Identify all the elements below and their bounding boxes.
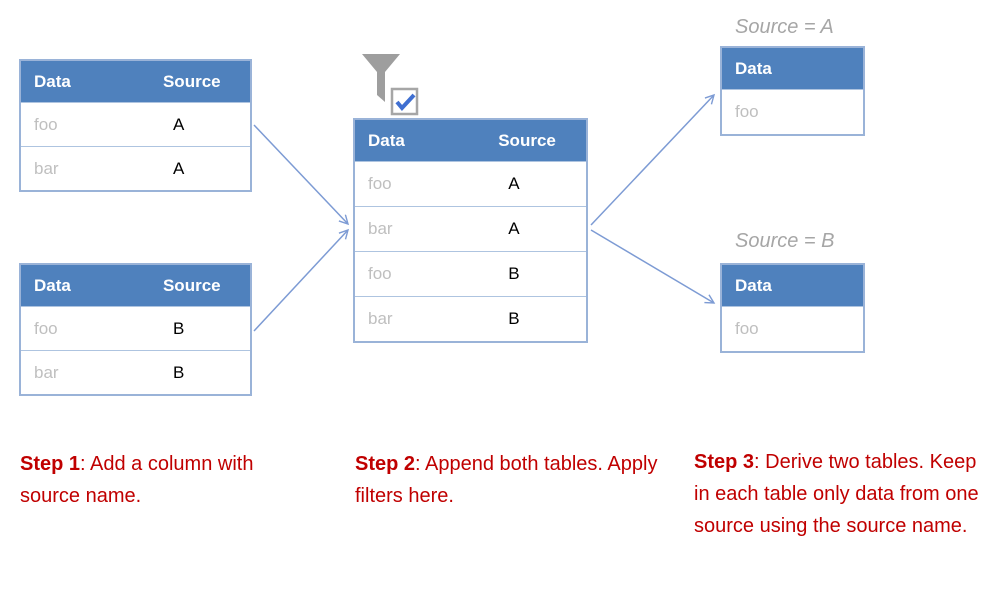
cell-source: A <box>172 158 185 178</box>
cell-data: foo <box>34 114 58 134</box>
source-b-label: Source = B <box>735 230 835 252</box>
cell-source: A <box>508 219 520 238</box>
cell-data: bar <box>368 219 393 238</box>
table-row: foo A <box>355 161 586 206</box>
table-derived-b: Data foo <box>720 263 865 353</box>
step-2-title: Step 2 <box>355 453 416 475</box>
cell-source: A <box>172 114 185 134</box>
arrow-left-top-to-middle <box>253 124 348 224</box>
column-header-data: Data <box>34 275 71 295</box>
column-header-data: Data <box>735 275 772 295</box>
table-row: foo A <box>21 102 250 146</box>
arrow-middle-to-right-top <box>590 95 714 226</box>
table-row: foo B <box>21 306 250 350</box>
column-header-data: Data <box>735 58 772 78</box>
cell-data: foo <box>735 319 759 338</box>
table-row: bar B <box>21 350 250 394</box>
step-3-text: : Derive two tables. Keep in each table … <box>694 451 979 537</box>
arrow-left-bottom-to-middle <box>253 230 348 332</box>
step-1-title: Step 1 <box>20 453 81 475</box>
table-derived-a: Data foo <box>720 46 865 136</box>
cell-data: foo <box>34 318 58 338</box>
table-row: foo B <box>355 251 586 296</box>
table-source-b-input: Data Source foo B bar B <box>19 263 252 396</box>
table-header-row: Data Source <box>355 120 586 161</box>
step-2-caption: Step 2: Append both tables. Apply filter… <box>355 448 665 512</box>
table-row: bar B <box>355 296 586 341</box>
cell-source: B <box>172 318 185 338</box>
step-1-caption: Step 1: Add a column with source name. <box>20 448 290 512</box>
table-row: bar A <box>355 206 586 251</box>
table-header-row: Data Source <box>21 265 250 306</box>
cell-data: foo <box>368 264 392 283</box>
table-header-row: Data Source <box>21 61 250 102</box>
cell-data: bar <box>368 309 393 328</box>
source-a-label: Source = A <box>735 16 834 38</box>
cell-data: bar <box>34 158 59 178</box>
table-row: foo <box>722 306 863 351</box>
table-row: foo <box>722 89 863 134</box>
cell-source: B <box>172 362 185 382</box>
column-header-source: Source <box>162 71 221 91</box>
filter-icon <box>362 54 419 116</box>
column-header-source: Source <box>162 275 221 295</box>
column-header-data: Data <box>368 130 405 150</box>
column-header-data: Data <box>34 71 71 91</box>
table-row: bar A <box>21 146 250 190</box>
table-header-row: Data <box>722 265 863 306</box>
step-2-text: : Append both tables. Apply filters here… <box>355 453 658 507</box>
step-1-text: : Add a column with source name. <box>20 453 254 507</box>
table-appended: Data Source foo A bar A foo B bar B <box>353 118 588 343</box>
cell-source: A <box>508 174 520 193</box>
table-source-a-input: Data Source foo A bar A <box>19 59 252 192</box>
cell-data: foo <box>368 174 392 193</box>
cell-data: foo <box>735 102 759 121</box>
arrow-middle-to-right-bottom <box>590 229 714 303</box>
funnel-icon <box>362 54 400 102</box>
cell-source: B <box>508 309 520 328</box>
table-header-row: Data <box>722 48 863 89</box>
column-header-source: Source <box>498 130 556 150</box>
cell-data: bar <box>34 362 59 382</box>
checkbox-checked-icon <box>390 87 419 116</box>
cell-source: B <box>508 264 520 283</box>
step-3-title: Step 3 <box>694 451 755 473</box>
step-3-caption: Step 3: Derive two tables. Keep in each … <box>694 446 994 542</box>
